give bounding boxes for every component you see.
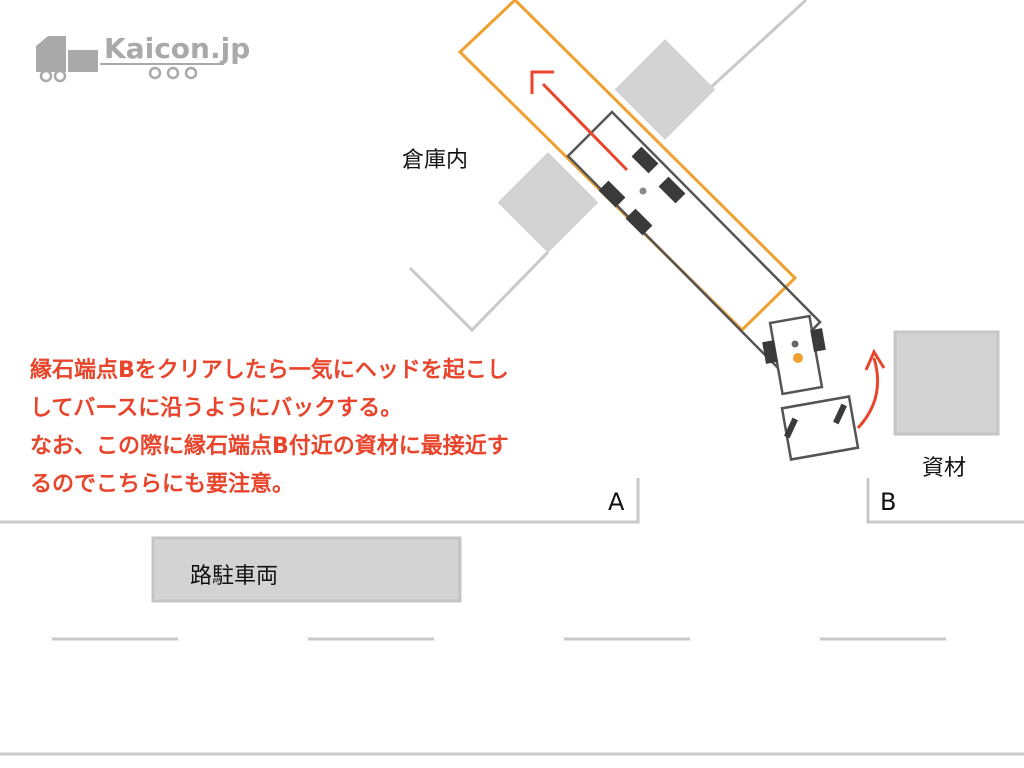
trailer-tire	[631, 146, 659, 174]
tractor-tire	[810, 328, 826, 352]
head-turn-arrow-curve	[856, 357, 880, 430]
note-line: 縁石端点Bをクリアしたら一気にヘッドを起こし	[30, 358, 509, 383]
site-logo[interactable]: Kaicon.jp	[34, 30, 250, 86]
warehouse-pillar-upper	[614, 39, 716, 140]
cab-tire	[833, 403, 847, 425]
head-turn-arrow-head	[864, 348, 886, 371]
tractor-indicator	[793, 353, 803, 363]
warehouse-pillar-lower	[497, 152, 599, 253]
material-box	[893, 330, 1000, 436]
tractor-pivot-point	[791, 340, 799, 348]
warehouse-wall-left	[408, 250, 550, 333]
curb-point-b-label: B	[880, 488, 897, 516]
trailer-tire	[658, 176, 686, 204]
warehouse-wall-right	[706, 0, 808, 92]
trailer-tire	[598, 180, 626, 208]
logo-underline	[100, 63, 224, 65]
material-label: 資材	[922, 456, 967, 481]
trailer-tire	[625, 208, 653, 236]
cab-tire	[784, 417, 798, 439]
instruction-note: 縁石端点Bをクリアしたら一気にヘッドを起こし してバースに沿うようにバックする。…	[30, 352, 509, 504]
curb-a	[0, 478, 640, 524]
note-line: るのでこちらにも要注意。	[30, 472, 295, 497]
berth-outline	[457, 0, 798, 333]
reverse-path-arrow-shaft	[541, 82, 629, 172]
curb-b	[866, 478, 1024, 524]
tractor-tire	[762, 340, 778, 364]
reverse-path-arrow-head	[530, 70, 554, 94]
note-line: なお、この際に縁石端点B付近の資材に最接近す	[30, 434, 509, 459]
warehouse-label: 倉庫内	[402, 148, 469, 173]
parked-vehicle	[151, 536, 462, 603]
logo-text: Kaicon.jp	[104, 32, 251, 65]
parked-vehicle-label: 路駐車両	[190, 564, 279, 589]
note-line: してバースに沿うようにバックする。	[30, 396, 403, 421]
truck-logo-icon	[36, 36, 98, 83]
logo-wheels-icon	[148, 66, 198, 80]
curb-point-a-label: A	[608, 488, 625, 516]
trailer-axle-point	[639, 187, 647, 195]
